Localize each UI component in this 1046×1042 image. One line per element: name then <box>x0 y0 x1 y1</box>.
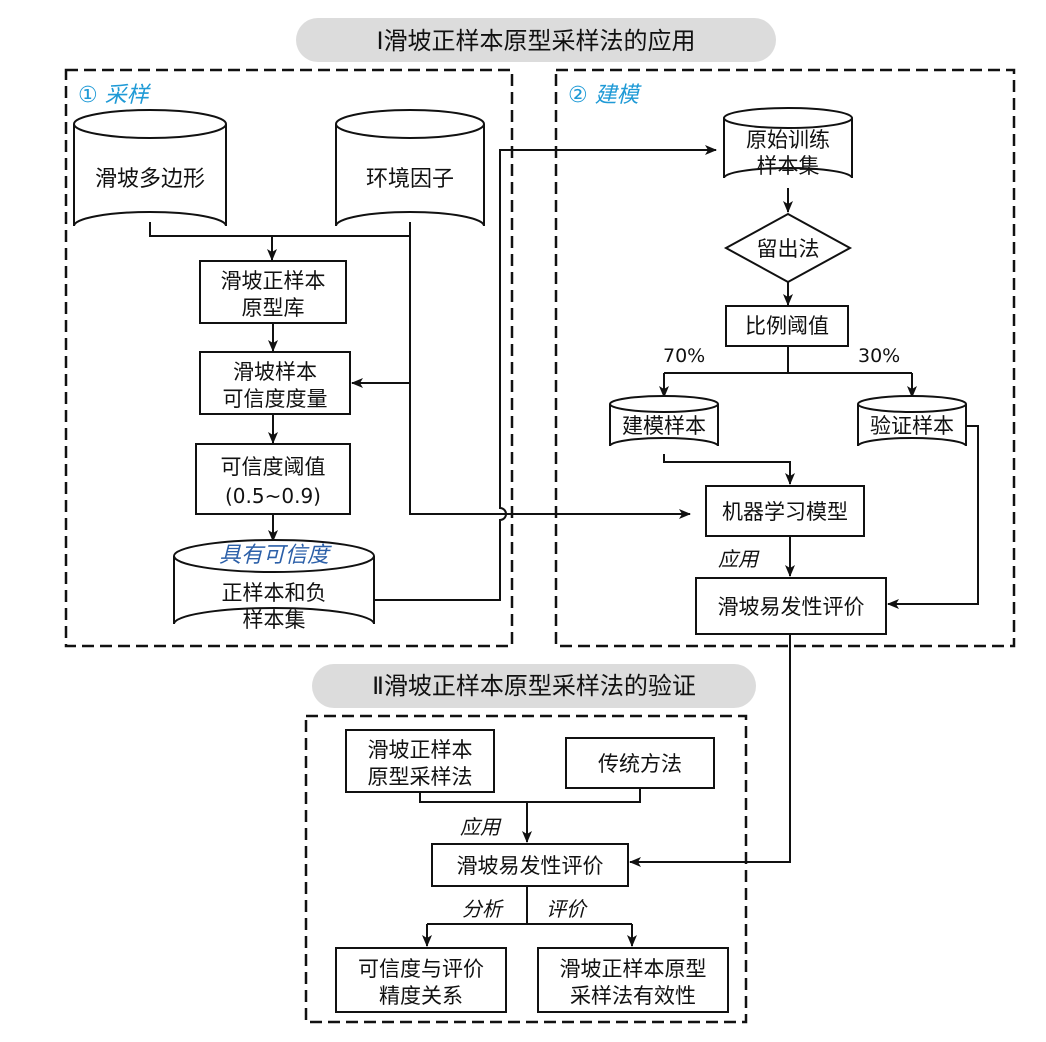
credibility-threshold-line1: 可信度阈值 <box>221 455 326 479</box>
holdout-label: 留出法 <box>757 237 820 261</box>
credible-label: 具有可信度 <box>219 543 332 568</box>
edge-methods-merge <box>419 788 641 803</box>
edge-env-vertical <box>409 222 690 515</box>
raw-training-line2: 样本集 <box>757 154 820 178</box>
apply-label-2: 应用 <box>460 815 502 839</box>
proto-method-line2: 原型采样法 <box>368 765 473 789</box>
validation-samples-label: 验证样本 <box>870 414 954 438</box>
relation-box: 可信度与评价 精度关系 <box>335 947 507 1013</box>
ratio-threshold-label: 比例阈值 <box>745 314 829 338</box>
credibility-threshold-line2: (0.5~0.9) <box>225 484 321 508</box>
section1-title: Ⅰ滑坡正样本原型采样法的应用 <box>376 27 695 55</box>
relation-line2: 精度关系 <box>379 984 463 1008</box>
raw-training-line1: 原始训练 <box>746 128 830 152</box>
edge-to-ml-model <box>663 454 795 485</box>
modeling-panel-title: ② 建模 <box>568 83 642 108</box>
traditional-method-label: 传统方法 <box>598 752 682 776</box>
raw-training-db: 原始训练 样本集 <box>723 107 853 179</box>
modeling-samples-label: 建模样本 <box>622 414 706 438</box>
edge-susceptibility-to-validation <box>629 634 791 867</box>
effectiveness-line1: 滑坡正样本原型 <box>560 957 707 981</box>
susceptibility-box-1: 滑坡易发性评价 <box>695 577 887 635</box>
credibility-measure-box: 滑坡样本 可信度度量 <box>199 351 351 415</box>
section1-title-pill: Ⅰ滑坡正样本原型采样法的应用 <box>296 18 776 62</box>
validation-samples-db: 验证样本 <box>857 395 967 447</box>
proto-method-box: 滑坡正样本 原型采样法 <box>345 729 495 793</box>
credibility-threshold-box: 可信度阈值 (0.5~0.9) <box>195 443 351 515</box>
prototype-lib-line2: 原型库 <box>242 296 305 320</box>
modeling-panel-frame <box>554 68 1016 648</box>
ratio-threshold-box: 比例阈值 <box>725 305 849 347</box>
edge-susceptibility-split <box>427 886 632 925</box>
credibility-measure-line2: 可信度度量 <box>223 387 328 411</box>
credibility-measure-line1: 滑坡样本 <box>233 360 317 384</box>
landslide-polygons-label: 滑坡多边形 <box>95 167 205 192</box>
sample-sets-line1: 正样本和负 <box>222 581 327 605</box>
env-factors-db: 环境因子 <box>335 109 485 227</box>
relation-line1: 可信度与评价 <box>358 957 484 981</box>
edge-ratio-split <box>664 346 912 374</box>
susceptibility-box-2: 滑坡易发性评价 <box>431 843 629 887</box>
sampling-panel-title: ① 采样 <box>78 83 152 108</box>
landslide-polygons-db: 滑坡多边形 <box>73 109 227 227</box>
sampling-panel-frame <box>64 68 514 648</box>
susceptibility-1-label: 滑坡易发性评价 <box>718 595 865 619</box>
sample-sets-line2: 样本集 <box>243 608 306 632</box>
pct-30-label: 30% <box>858 345 900 367</box>
traditional-method-box: 传统方法 <box>565 737 715 789</box>
ml-model-box: 机器学习模型 <box>705 485 865 537</box>
proto-method-line1: 滑坡正样本 <box>368 738 473 762</box>
section2-title: Ⅱ滑坡正样本原型采样法的验证 <box>372 672 696 700</box>
env-factors-label: 环境因子 <box>366 167 454 192</box>
modeling-samples-db: 建模样本 <box>609 395 719 447</box>
susceptibility-2-label: 滑坡易发性评价 <box>457 854 604 878</box>
ml-model-label: 机器学习模型 <box>722 500 848 524</box>
effectiveness-box: 滑坡正样本原型 采样法有效性 <box>537 947 729 1013</box>
evaluate-label: 评价 <box>546 897 588 921</box>
sample-sets-db: 具有可信度 正样本和负 样本集 <box>173 539 375 632</box>
prototype-lib-box: 滑坡正样本 原型库 <box>199 260 347 324</box>
prototype-lib-line1: 滑坡正样本 <box>221 269 326 293</box>
section2-title-pill: Ⅱ滑坡正样本原型采样法的验证 <box>312 664 756 708</box>
validation-panel-frame <box>304 714 748 1024</box>
holdout-diamond: 留出法 <box>723 212 853 284</box>
apply-label-1: 应用 <box>718 547 760 571</box>
pct-70-label: 70% <box>663 345 705 367</box>
edge-validation-to-susceptibility <box>887 425 979 609</box>
analyze-label: 分析 <box>462 897 504 921</box>
effectiveness-line2: 采样法有效性 <box>570 984 696 1008</box>
edge-polygons-merge <box>149 222 410 237</box>
